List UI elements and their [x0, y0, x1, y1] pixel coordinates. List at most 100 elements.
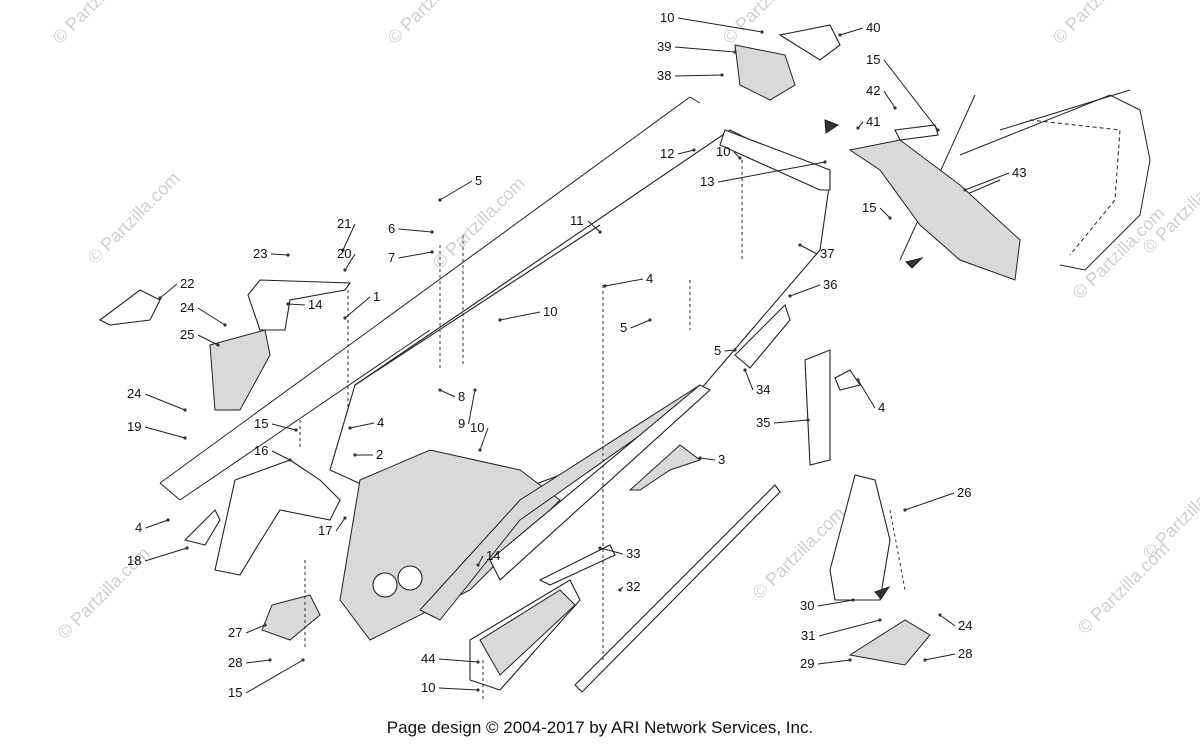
callout-leader	[677, 17, 763, 33]
fastener-dot	[738, 156, 742, 160]
callout-leader	[245, 624, 266, 634]
callout-number: 24	[127, 386, 141, 401]
side-plate	[734, 303, 861, 466]
callout-number: 25	[180, 327, 194, 342]
rail-bar	[574, 484, 781, 693]
callout-number: 16	[254, 443, 268, 458]
callout-leader	[674, 74, 723, 77]
callout-number: 13	[700, 174, 714, 189]
fastener-dot	[903, 508, 907, 512]
footrest	[829, 474, 931, 666]
callout-leader	[335, 517, 346, 532]
fastener-dot	[893, 106, 897, 110]
callout-leader	[145, 519, 169, 529]
fastener-dot	[185, 546, 189, 550]
callout-leader	[674, 46, 736, 53]
watermark-text: © Partzilla.com	[384, 0, 484, 48]
callout-leader	[773, 419, 809, 424]
fastener-dot	[476, 563, 480, 567]
fastener-dot	[158, 296, 162, 300]
upper-bracket	[734, 24, 841, 101]
running-board	[469, 384, 711, 691]
callout-number: 37	[820, 246, 834, 261]
fastener-dot	[698, 456, 702, 460]
callout-number: 43	[1012, 165, 1026, 180]
rear-fender	[824, 119, 1021, 281]
callout-leader	[349, 422, 375, 429]
fastener-dot	[216, 343, 220, 347]
fastener-dot	[430, 250, 434, 254]
callout-number: 42	[866, 83, 880, 98]
callout-number: 10	[716, 144, 730, 159]
fastener-dot	[733, 50, 737, 54]
callout-leader	[499, 311, 541, 321]
callout-leader	[964, 172, 1010, 191]
callout-leader	[724, 349, 736, 352]
fastener-dot	[788, 294, 792, 298]
fastener-dot	[963, 188, 967, 192]
fastener-dot	[353, 453, 357, 457]
fastener-dot	[476, 688, 480, 692]
callout-leader	[245, 659, 304, 694]
callout-leader	[270, 253, 289, 256]
callout-leader	[344, 296, 371, 319]
callout-leader	[144, 426, 186, 439]
callout-number: 2	[376, 447, 383, 462]
fastener-dot	[692, 148, 696, 152]
callout-number: 15	[228, 685, 242, 700]
callout-number: 10	[470, 420, 484, 435]
callout-number: 21	[337, 216, 351, 231]
callout-number: 29	[800, 656, 814, 671]
callout-leader	[197, 307, 226, 326]
fastener-dot	[856, 126, 860, 130]
callout-number: 30	[800, 598, 814, 613]
callout-leader	[197, 334, 219, 346]
fastener-dot	[183, 436, 187, 440]
callout-leader	[479, 427, 489, 451]
fastener-dot	[598, 546, 602, 550]
fastener-dot	[648, 318, 652, 322]
fastener-dot	[294, 428, 298, 432]
callout-leader	[604, 278, 644, 287]
fastener-dot	[618, 588, 622, 592]
fastener-dot	[476, 660, 480, 664]
callout-number: 32	[626, 579, 640, 594]
callout-number: 24	[958, 618, 972, 633]
frame-outline	[159, 89, 1151, 501]
callout-leader	[789, 284, 821, 297]
callout-number: 12	[660, 146, 674, 161]
callout-number: 4	[878, 400, 885, 415]
callout-number: 1	[373, 289, 380, 304]
callout-leader	[287, 303, 306, 306]
fastener-dot	[760, 30, 764, 34]
copyright-footer: Page design © 2004-2017 by ARI Network S…	[386, 718, 814, 737]
fastener-dot	[848, 658, 852, 662]
fastener-dot	[430, 230, 434, 234]
rear-bracket-13	[719, 129, 831, 191]
watermark-text: © Partzilla.com	[49, 0, 149, 48]
fastener-dot	[478, 448, 482, 452]
callout-number: 3	[718, 452, 725, 467]
fastener-dot	[923, 658, 927, 662]
callout-leader	[924, 653, 956, 661]
callout-leader	[438, 658, 479, 663]
callout-leader	[159, 283, 178, 299]
callout-leader	[817, 659, 851, 665]
fastener-dot	[268, 658, 272, 662]
callout-leader	[677, 149, 695, 155]
fastener-dot	[166, 518, 170, 522]
callout-number: 41	[866, 114, 880, 129]
callout-number: 15	[866, 52, 880, 67]
fastener-dot	[263, 623, 267, 627]
callout-number: 5	[475, 173, 482, 188]
callout-number: 9	[458, 416, 465, 431]
callout-leader	[477, 555, 484, 566]
callout-leader	[857, 379, 876, 409]
fastener-dot	[473, 388, 477, 392]
callout-number: 5	[620, 320, 627, 335]
callout-leader	[939, 614, 956, 627]
fastener-dot	[348, 426, 352, 430]
callout-number: 15	[862, 200, 876, 215]
callout-leader	[144, 393, 186, 411]
callout-leader	[817, 599, 854, 607]
